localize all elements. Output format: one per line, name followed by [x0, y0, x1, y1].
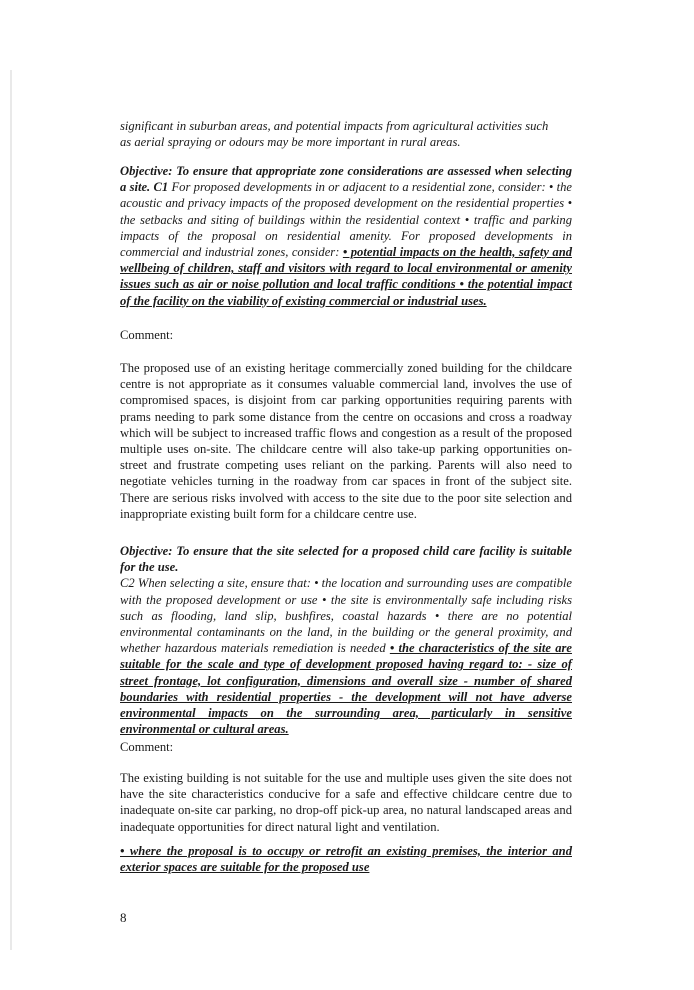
- comment-label-2: Comment:: [120, 740, 174, 754]
- intro-paragraph: significant in suburban areas, and poten…: [120, 118, 572, 150]
- page-number: 8: [120, 910, 127, 925]
- comment-paragraph-2: The existing building is not suitable fo…: [120, 771, 572, 834]
- objective-zone-paragraph: Objective: To ensure that appropriate zo…: [120, 163, 572, 309]
- c2-text: C2 When selecting a site, ensure that: •…: [120, 576, 572, 656]
- intro-line-2: as aerial spraying or odours may be more…: [120, 135, 461, 150]
- comment-paragraph-1: The proposed use of an existing heritage…: [120, 361, 572, 521]
- retrofit-criterion: • where the proposal is to occupy or ret…: [120, 843, 572, 875]
- comment-label-1: Comment:: [120, 328, 174, 342]
- retrofit-underlined-text: • where the proposal is to occupy or ret…: [120, 844, 572, 875]
- objective-site-heading: Objective: To ensure that the site selec…: [120, 544, 572, 575]
- c1-label: C1: [153, 180, 169, 195]
- objective-site-paragraph: Objective: To ensure that the site selec…: [120, 543, 572, 737]
- c2-underlined-text: • the characteristics of the site are su…: [120, 641, 572, 737]
- intro-line-1: significant in suburban areas, and poten…: [120, 119, 549, 133]
- objective-zone-heading: Objective: To ensure that appropriate zo…: [120, 164, 572, 195]
- scan-edge: [10, 70, 12, 950]
- c1-text: For proposed developments in or adjacent…: [120, 180, 572, 260]
- c1-underlined-text: • potential impacts on the health, safet…: [120, 245, 572, 308]
